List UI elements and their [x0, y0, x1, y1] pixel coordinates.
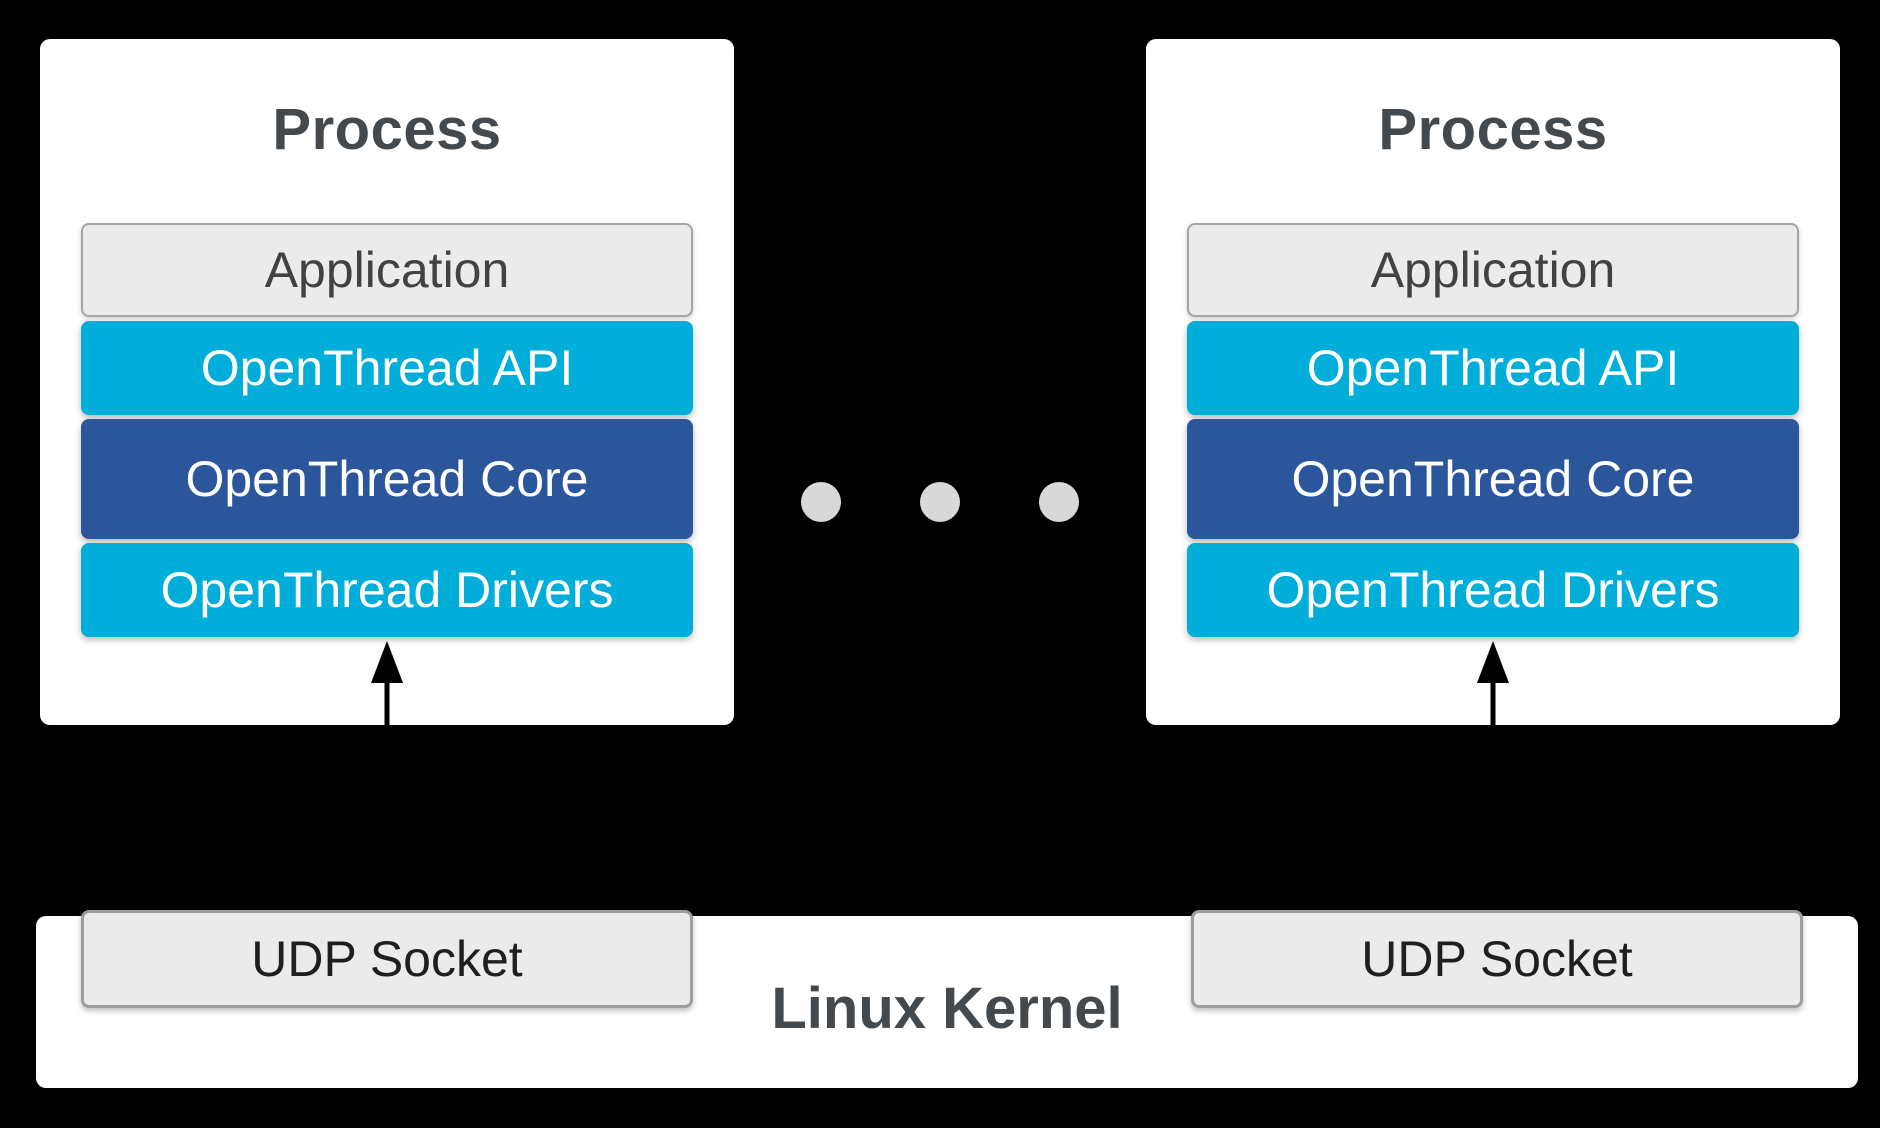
up-arrow-icon — [1473, 641, 1513, 725]
layer-openthread-drivers: OpenThread Drivers — [81, 543, 693, 637]
process-panel-left: Process Application OpenThread API OpenT… — [40, 39, 734, 725]
ellipsis-dot — [801, 482, 841, 522]
layer-openthread-api: OpenThread API — [81, 321, 693, 415]
layer-openthread-core: OpenThread Core — [81, 419, 693, 539]
arrow-shaft — [384, 677, 390, 725]
process-title: Process — [272, 97, 502, 162]
up-arrow-icon — [367, 641, 407, 725]
ellipsis-dot — [1039, 482, 1079, 522]
linux-kernel-label: Linux Kernel — [771, 976, 1123, 1041]
udp-socket-box: UDP Socket — [81, 910, 693, 1008]
arrow-shaft — [1490, 677, 1496, 725]
arrow-head — [1477, 641, 1509, 683]
layer-openthread-api: OpenThread API — [1187, 321, 1799, 415]
arrow-head — [371, 641, 403, 683]
process-title: Process — [1378, 97, 1608, 162]
ellipsis — [0, 482, 1880, 522]
layer-application: Application — [1187, 223, 1799, 317]
layer-application: Application — [81, 223, 693, 317]
udp-socket-box: UDP Socket — [1191, 910, 1803, 1008]
process-panel-right: Process Application OpenThread API OpenT… — [1146, 39, 1840, 725]
layer-openthread-drivers: OpenThread Drivers — [1187, 543, 1799, 637]
layer-openthread-core: OpenThread Core — [1187, 419, 1799, 539]
ellipsis-dot — [920, 482, 960, 522]
